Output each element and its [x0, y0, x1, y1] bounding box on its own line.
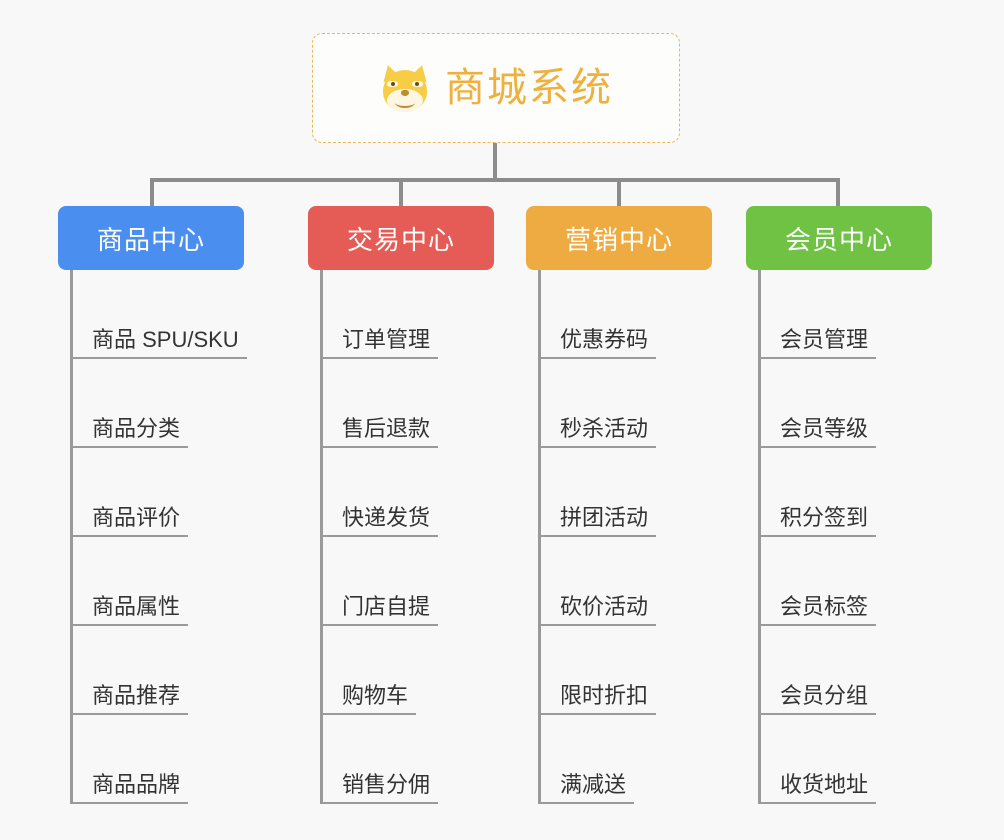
leaf-item[interactable]: 售后退款: [308, 359, 494, 448]
leaf-label: 购物车: [320, 683, 417, 715]
leaf-item[interactable]: 秒杀活动: [526, 359, 712, 448]
leaf-label: 商品 SPU/SKU: [70, 327, 247, 359]
leaf-label: 销售分佣: [320, 772, 439, 804]
leaf-spine: [538, 270, 541, 804]
leaf-spine: [758, 270, 761, 804]
leaf-item[interactable]: 会员等级: [746, 359, 932, 448]
leaf-item[interactable]: 积分签到: [746, 448, 932, 537]
connector-root-stem: [493, 143, 497, 180]
branch-member-center: 会员中心 会员管理 会员等级 积分签到 会员标签 会员分组 收货地址: [746, 206, 932, 804]
leaf-item[interactable]: 商品分类: [58, 359, 244, 448]
leaf-list-member-center: 会员管理 会员等级 积分签到 会员标签 会员分组 收货地址: [746, 270, 932, 804]
leaf-label: 会员标签: [758, 594, 877, 626]
leaf-item[interactable]: 会员分组: [746, 626, 932, 715]
leaf-label: 门店自提: [320, 594, 439, 626]
branch-header-member-center[interactable]: 会员中心: [746, 206, 932, 270]
leaf-item[interactable]: 商品 SPU/SKU: [58, 270, 247, 359]
leaf-item[interactable]: 订单管理: [308, 270, 494, 359]
leaf-spine: [320, 270, 323, 804]
leaf-list-product-center: 商品 SPU/SKU 商品分类 商品评价 商品属性 商品推荐 商品品牌: [58, 270, 247, 804]
leaf-item[interactable]: 会员标签: [746, 537, 932, 626]
connector-horizontal-bus: [150, 178, 840, 182]
leaf-label: 商品分类: [70, 416, 189, 448]
root-title: 商城系统: [445, 66, 613, 110]
leaf-label: 砍价活动: [538, 594, 657, 626]
leaf-item[interactable]: 商品属性: [58, 537, 244, 626]
leaf-item[interactable]: 快递发货: [308, 448, 494, 537]
leaf-list-trade-center: 订单管理 售后退款 快递发货 门店自提 购物车 销售分佣: [308, 270, 494, 804]
leaf-item[interactable]: 满减送: [526, 715, 712, 804]
connector-drop-3: [617, 178, 621, 206]
leaf-item[interactable]: 商品推荐: [58, 626, 244, 715]
leaf-list-marketing-center: 优惠券码 秒杀活动 拼团活动 砍价活动 限时折扣 满减送: [526, 270, 712, 804]
leaf-item[interactable]: 购物车: [308, 626, 494, 715]
leaf-item[interactable]: 商品品牌: [58, 715, 244, 804]
leaf-label: 快递发货: [320, 505, 439, 537]
leaf-label: 商品属性: [70, 594, 189, 626]
connector-drop-4: [836, 178, 840, 206]
leaf-label: 售后退款: [320, 416, 439, 448]
leaf-item[interactable]: 限时折扣: [526, 626, 712, 715]
leaf-label: 会员等级: [758, 416, 877, 448]
leaf-label: 订单管理: [320, 327, 439, 359]
leaf-label: 收货地址: [758, 772, 877, 804]
leaf-label: 优惠券码: [538, 327, 657, 359]
leaf-item[interactable]: 门店自提: [308, 537, 494, 626]
leaf-item[interactable]: 销售分佣: [308, 715, 494, 804]
leaf-item[interactable]: 会员管理: [746, 270, 932, 359]
leaf-label: 商品品牌: [70, 772, 189, 804]
branch-trade-center: 交易中心 订单管理 售后退款 快递发货 门店自提 购物车 销售分佣: [308, 206, 494, 804]
leaf-label: 商品评价: [70, 505, 189, 537]
connector-drop-1: [150, 178, 154, 206]
leaf-label: 拼团活动: [538, 505, 657, 537]
leaf-item[interactable]: 优惠券码: [526, 270, 712, 359]
branch-marketing-center: 营销中心 优惠券码 秒杀活动 拼团活动 砍价活动 限时折扣 满减送: [526, 206, 712, 804]
connector-drop-2: [399, 178, 403, 206]
leaf-label: 满减送: [538, 772, 635, 804]
leaf-label: 秒杀活动: [538, 416, 657, 448]
branch-header-trade-center[interactable]: 交易中心: [308, 206, 494, 270]
leaf-item[interactable]: 砍价活动: [526, 537, 712, 626]
shiba-dog-icon: [379, 62, 431, 112]
leaf-spine: [70, 270, 73, 804]
leaf-label: 限时折扣: [538, 683, 657, 715]
branch-header-product-center[interactable]: 商品中心: [58, 206, 244, 270]
leaf-item[interactable]: 拼团活动: [526, 448, 712, 537]
leaf-label: 积分签到: [758, 505, 877, 537]
leaf-item[interactable]: 商品评价: [58, 448, 244, 537]
leaf-item[interactable]: 收货地址: [746, 715, 932, 804]
branch-product-center: 商品中心 商品 SPU/SKU 商品分类 商品评价 商品属性 商品推荐 商品品牌: [58, 206, 247, 804]
leaf-label: 商品推荐: [70, 683, 189, 715]
leaf-label: 会员分组: [758, 683, 877, 715]
root-node[interactable]: 商城系统: [312, 33, 680, 143]
leaf-label: 会员管理: [758, 327, 877, 359]
branch-header-marketing-center[interactable]: 营销中心: [526, 206, 712, 270]
